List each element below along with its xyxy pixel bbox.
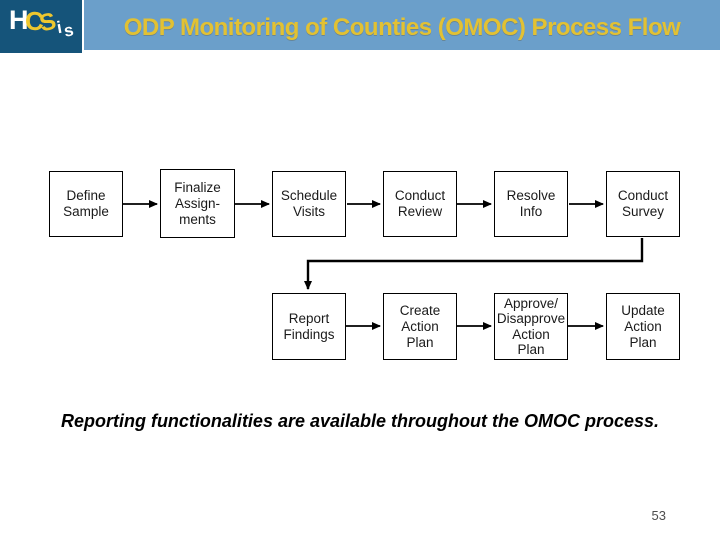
page-title: ODP Monitoring of Counties (OMOC) Proces… xyxy=(123,14,681,41)
logo-letter-h: H xyxy=(9,5,29,35)
hcsis-logo: H C S i s xyxy=(0,0,82,53)
flow-step-create-action-plan: Create Action Plan xyxy=(383,293,457,360)
flow-step-resolve-info: Resolve Info xyxy=(494,171,568,237)
flow-step-schedule-visits: Schedule Visits xyxy=(272,171,346,237)
flow-step-conduct-review: Conduct Review xyxy=(383,171,457,237)
flow-step-conduct-survey: Conduct Survey xyxy=(606,171,680,237)
logo-letter-s2: s xyxy=(62,20,76,41)
flow-step-label: Conduct Review xyxy=(394,188,446,219)
page-number: 53 xyxy=(651,508,666,523)
flow-step-label: Finalize Assign- ments xyxy=(174,179,221,227)
logo-letter-c: C xyxy=(25,6,44,36)
flow-step-report-findings: Report Findings xyxy=(272,293,346,360)
flow-step-label: Resolve Info xyxy=(506,188,556,219)
flow-step-finalize-assignments: Finalize Assign- ments xyxy=(160,169,235,238)
flow-step-label: Schedule Visits xyxy=(280,188,338,219)
flow-step-label: Approve/ Disapprove Action Plan xyxy=(496,295,566,358)
title-bar: ODP Monitoring of Counties (OMOC) Proces… xyxy=(84,0,720,50)
flow-step-update-action-plan: Update Action Plan xyxy=(606,293,680,360)
flow-step-approve-disapprove-action-plan: Approve/ Disapprove Action Plan xyxy=(494,293,568,360)
slide-caption: Reporting functionalities are available … xyxy=(60,411,660,431)
flow-step-define-sample: Define Sample xyxy=(49,171,123,237)
flow-step-label: Report Findings xyxy=(283,310,335,342)
flow-step-label: Define Sample xyxy=(63,188,109,219)
flow-step-label: Update Action Plan xyxy=(621,302,665,350)
connector-survey-to-report xyxy=(304,238,644,290)
flow-step-label: Create Action Plan xyxy=(399,302,441,350)
flow-step-label: Conduct Survey xyxy=(617,188,669,219)
